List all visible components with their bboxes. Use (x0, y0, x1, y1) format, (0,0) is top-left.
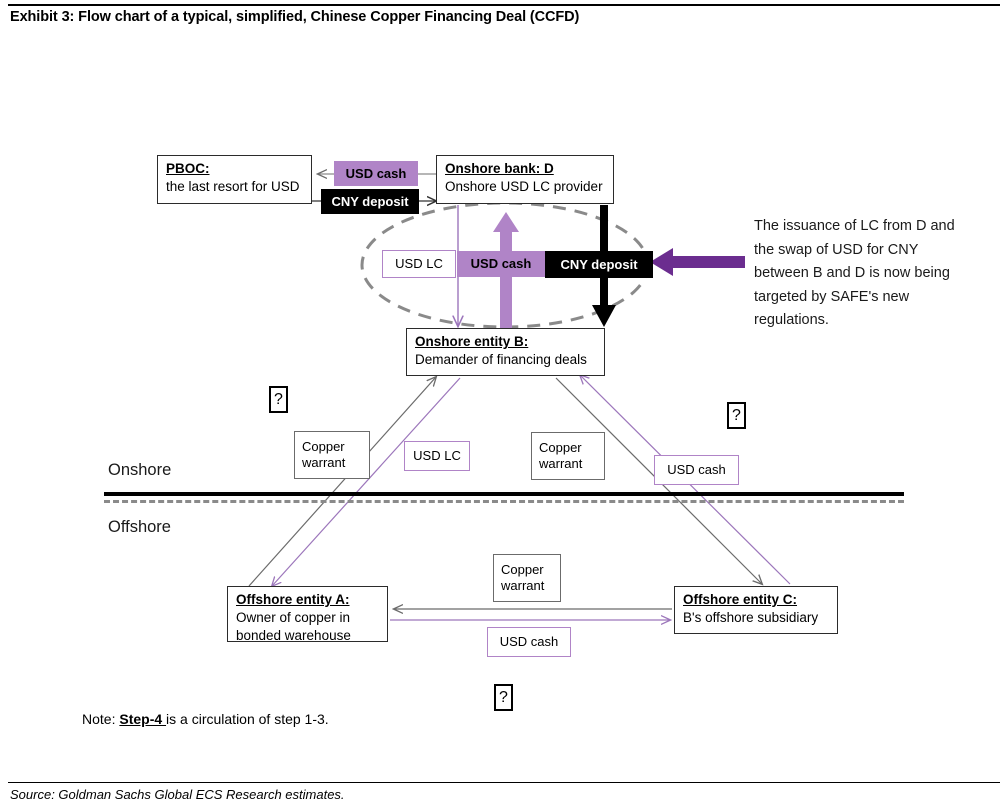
note-text: Note: Step-4 is a circulation of step 1-… (82, 711, 329, 727)
header-divider (8, 4, 1000, 6)
region-label-onshore: Onshore (108, 461, 172, 479)
missing-glyph-box-left: ? (269, 386, 288, 413)
region-label-offshore: Offshore (108, 518, 171, 536)
entity-box-onshore-bank-d[interactable]: Onshore bank: D Onshore USD LC provider (436, 155, 614, 204)
note-suffix: is a circulation of step 1-3. (166, 711, 329, 727)
flow-label-ellipse-usd-lc: USD LC (382, 250, 456, 278)
entity-a-subtitle-line1: Owner of copper in (236, 610, 351, 625)
arrow-annotation-to-ellipse (650, 248, 745, 276)
flow-label-left-copper-warrant: Copper warrant (294, 431, 370, 479)
flow-label-left-usd-lc: USD LC (404, 441, 470, 471)
entity-box-onshore-entity-b[interactable]: Onshore entity B: Demander of financing … (406, 328, 605, 376)
footer-divider (8, 782, 1000, 783)
entity-b-subtitle: Demander of financing deals (415, 352, 587, 367)
pboc-subtitle: the last resort for USD (166, 179, 300, 194)
source-note: Source: Goldman Sachs Global ECS Researc… (10, 787, 345, 802)
entity-a-title: Offshore entity A: (236, 592, 350, 607)
flow-label-pboc-cny-deposit: CNY deposit (321, 189, 419, 214)
arrow-b-to-a-usd-lc (272, 377, 461, 586)
entity-box-pboc[interactable]: PBOC: the last resort for USD (157, 155, 312, 204)
bank-d-subtitle: Onshore USD LC provider (445, 179, 603, 194)
safe-regulation-annotation: The issuance of LC from D and the swap o… (754, 218, 955, 328)
note-prefix: Note: (82, 711, 120, 727)
note-emphasis: Step-4 (119, 711, 167, 727)
flow-label-right-copper-warrant: Copper warrant (531, 432, 605, 480)
entity-a-subtitle-line2: bonded warehouse (236, 628, 351, 643)
pboc-title: PBOC: (166, 161, 210, 176)
entity-c-subtitle: B's offshore subsidiary (683, 610, 819, 625)
onshore-offshore-dashed-border (104, 500, 904, 503)
missing-glyph-box-right: ? (727, 402, 746, 429)
flow-label-ellipse-usd-cash: USD cash (457, 251, 545, 277)
entity-b-title: Onshore entity B: (415, 334, 529, 349)
entity-box-offshore-entity-a[interactable]: Offshore entity A: Owner of copper in bo… (227, 586, 388, 643)
flow-label-ellipse-cny-deposit: CNY deposit (545, 251, 653, 278)
missing-glyph-box-bottom: ? (494, 684, 513, 711)
flow-label-right-usd-cash: USD cash (654, 455, 739, 485)
entity-box-offshore-entity-c[interactable]: Offshore entity C: B's offshore subsidia… (674, 586, 838, 634)
bank-d-title: Onshore bank: D (445, 161, 554, 176)
flow-label-bottom-copper-warrant: Copper warrant (493, 554, 561, 602)
onshore-offshore-solid-border (104, 492, 904, 496)
flow-label-pboc-usd-cash: USD cash (334, 161, 418, 186)
flow-label-bottom-usd-cash: USD cash (487, 627, 571, 657)
page-title: Exhibit 3: Flow chart of a typical, simp… (10, 9, 580, 25)
entity-c-title: Offshore entity C: (683, 592, 798, 607)
